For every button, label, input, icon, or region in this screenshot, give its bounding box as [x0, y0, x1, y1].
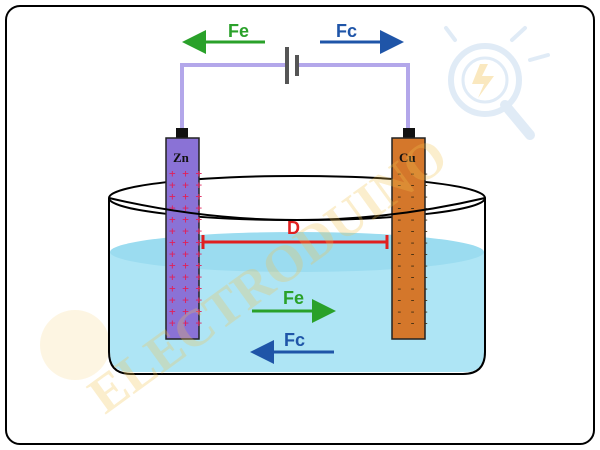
plus-sign-row: + + +	[169, 282, 202, 295]
minus-sign-row: - - -	[396, 225, 429, 238]
plus-sign-row: + + +	[169, 248, 202, 261]
plus-sign-row: + + +	[169, 190, 202, 203]
copper-terminal	[403, 128, 415, 138]
zinc-label: Zn	[173, 150, 190, 165]
minus-sign-row: - - -	[396, 271, 429, 284]
lightbulb-watermark-icon	[444, 26, 550, 140]
minus-sign-row: - - -	[396, 317, 429, 330]
wire-right	[298, 63, 410, 133]
plus-sign-row: + + +	[169, 179, 202, 192]
plus-sign-row: + + +	[169, 259, 202, 272]
minus-sign-row: - - -	[396, 282, 429, 295]
zinc-electrode	[165, 137, 200, 340]
minus-sign-row: - - -	[396, 248, 429, 261]
copper-label: Cu	[399, 150, 416, 165]
copper-electrode	[391, 137, 426, 340]
fe-label-top: Fe	[228, 21, 249, 41]
wire-left	[180, 63, 285, 133]
fc-label-top: Fc	[336, 21, 357, 41]
plus-sign-row: + + +	[169, 225, 202, 238]
zinc-charge-signs: + + ++ + ++ + ++ + ++ + ++ + ++ + ++ + +…	[169, 167, 202, 330]
minus-sign-row: - - -	[396, 190, 429, 203]
beaker-rim-front	[108, 197, 486, 221]
plus-sign-row: + + +	[169, 271, 202, 284]
plus-sign-row: + + +	[169, 294, 202, 307]
plus-sign-row: + + +	[169, 317, 202, 330]
fc-label-inner: Fc	[284, 330, 305, 350]
minus-sign-row: - - -	[396, 305, 429, 318]
zinc-terminal	[176, 128, 188, 138]
plus-sign-row: + + +	[169, 167, 202, 180]
minus-sign-row: - - -	[396, 179, 429, 192]
beaker-body	[108, 198, 486, 375]
fe-label-inner: Fe	[283, 288, 304, 308]
plus-sign-row: + + +	[169, 236, 202, 249]
distance-label: D	[287, 218, 300, 238]
plus-sign-row: + + +	[169, 305, 202, 318]
minus-sign-row: - - -	[396, 213, 429, 226]
lightbulb-watermark-left-icon	[40, 310, 110, 380]
minus-sign-row: - - -	[396, 236, 429, 249]
battery-symbol-icon	[285, 47, 299, 84]
minus-sign-row: - - -	[396, 294, 429, 307]
minus-sign-row: - - -	[396, 259, 429, 272]
plus-sign-row: + + +	[169, 213, 202, 226]
distance-indicator	[201, 235, 389, 249]
minus-sign-row: - - -	[396, 167, 429, 180]
